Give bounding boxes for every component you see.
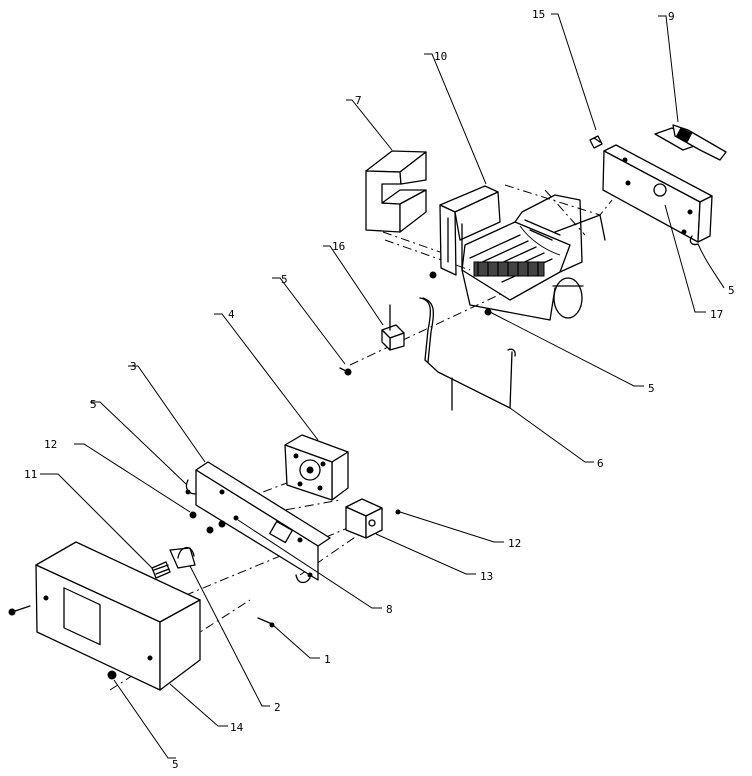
part-10-ice-maker-housing bbox=[429, 185, 606, 321]
callout-5-d: 5 bbox=[90, 398, 97, 411]
callout-9: 9 bbox=[668, 10, 675, 23]
part-9-clip bbox=[654, 124, 727, 161]
callout-10: 10 bbox=[434, 50, 447, 63]
callout-labels: 15 9 10 7 16 5 5 17 5 6 4 3 5 12 11 12 1… bbox=[24, 8, 735, 771]
part-14-cover bbox=[8, 541, 201, 691]
part-16-bracket bbox=[381, 304, 405, 351]
callout-4: 4 bbox=[228, 308, 235, 321]
callout-13: 13 bbox=[480, 570, 493, 583]
callout-12-b: 12 bbox=[508, 537, 521, 550]
part-11-clip bbox=[151, 561, 171, 579]
leader-lines bbox=[40, 13, 725, 759]
callout-16: 16 bbox=[332, 240, 345, 253]
callout-15: 15 bbox=[532, 8, 545, 21]
callout-14: 14 bbox=[230, 721, 244, 734]
callout-17: 17 bbox=[710, 308, 723, 321]
callout-12-a: 12 bbox=[44, 438, 57, 451]
callout-2: 2 bbox=[274, 701, 281, 714]
part-12-screws bbox=[189, 509, 401, 534]
part-17-mounting-plate bbox=[602, 144, 713, 246]
callout-3: 3 bbox=[130, 360, 137, 373]
part-2-bracket bbox=[169, 546, 196, 569]
callout-1: 1 bbox=[324, 653, 331, 666]
part-13-thermostat bbox=[345, 498, 383, 539]
part-6-wire-arm bbox=[419, 297, 516, 411]
callout-5-e: 5 bbox=[172, 758, 179, 771]
callout-8: 8 bbox=[386, 603, 393, 616]
callout-5-b: 5 bbox=[728, 284, 735, 297]
part-4-motor bbox=[284, 434, 349, 501]
part-7-bracket bbox=[365, 150, 427, 233]
callout-6: 6 bbox=[597, 457, 604, 470]
part-5-screws bbox=[185, 367, 352, 495]
callout-5-c: 5 bbox=[648, 382, 655, 395]
part-15-screw bbox=[589, 135, 603, 149]
callout-5-a: 5 bbox=[281, 273, 288, 286]
callout-7: 7 bbox=[355, 94, 362, 107]
part-1-screw bbox=[257, 617, 275, 628]
callout-11: 11 bbox=[24, 468, 37, 481]
